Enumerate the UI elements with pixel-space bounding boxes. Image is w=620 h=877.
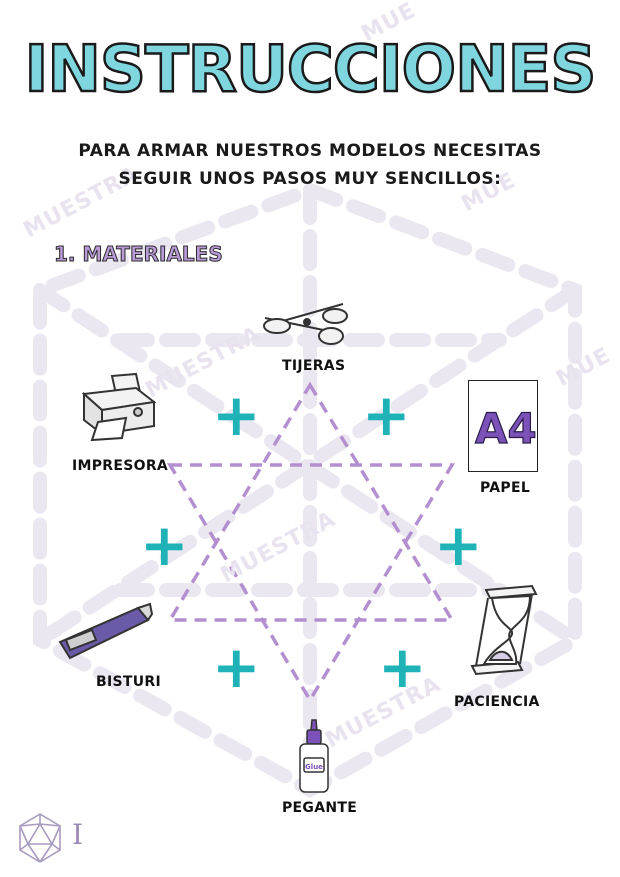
plus-sign: +	[212, 633, 261, 701]
plus-sign: +	[434, 511, 483, 579]
paper-a4-mark: A4	[475, 404, 537, 453]
hourglass-icon	[470, 584, 538, 676]
page-number: I	[72, 818, 84, 851]
material-label-paciencia: PACIENCIA	[454, 694, 540, 710]
printer-icon	[81, 372, 157, 442]
plus-sign: +	[140, 511, 189, 579]
material-label-impresora: IMPRESORA	[72, 458, 169, 474]
material-label-papel: PAPEL	[480, 480, 531, 496]
subtitle-line-2: SEGUIR UNOS PASOS MUY SENCILLOS:	[118, 169, 502, 189]
glue-bottle-icon: Glue	[299, 719, 329, 793]
subtitle-line-1: PARA ARMAR NUESTROS MODELOS NECESITAS	[78, 141, 542, 161]
material-label-pegante: PEGANTE	[282, 800, 358, 816]
section-heading-materiales: 1. MATERIALES	[54, 242, 224, 267]
scissors-icon	[263, 303, 348, 345]
plus-sign: +	[378, 633, 427, 701]
material-label-tijeras: TIJERAS	[282, 358, 346, 374]
page-title-text: INSTRUCCIONES	[23, 33, 597, 107]
cutter-knife-icon	[58, 602, 154, 660]
plus-sign: +	[212, 381, 261, 449]
material-label-bisturi: BISTURI	[96, 674, 161, 690]
paper-a4-icon: A4	[468, 380, 538, 472]
page-title: INSTRUCCIONES	[0, 37, 620, 104]
glue-label: Glue	[305, 763, 323, 771]
plus-sign: +	[362, 381, 411, 449]
star-triangle-down	[166, 463, 456, 704]
icosahedron-logo-icon	[19, 813, 61, 863]
